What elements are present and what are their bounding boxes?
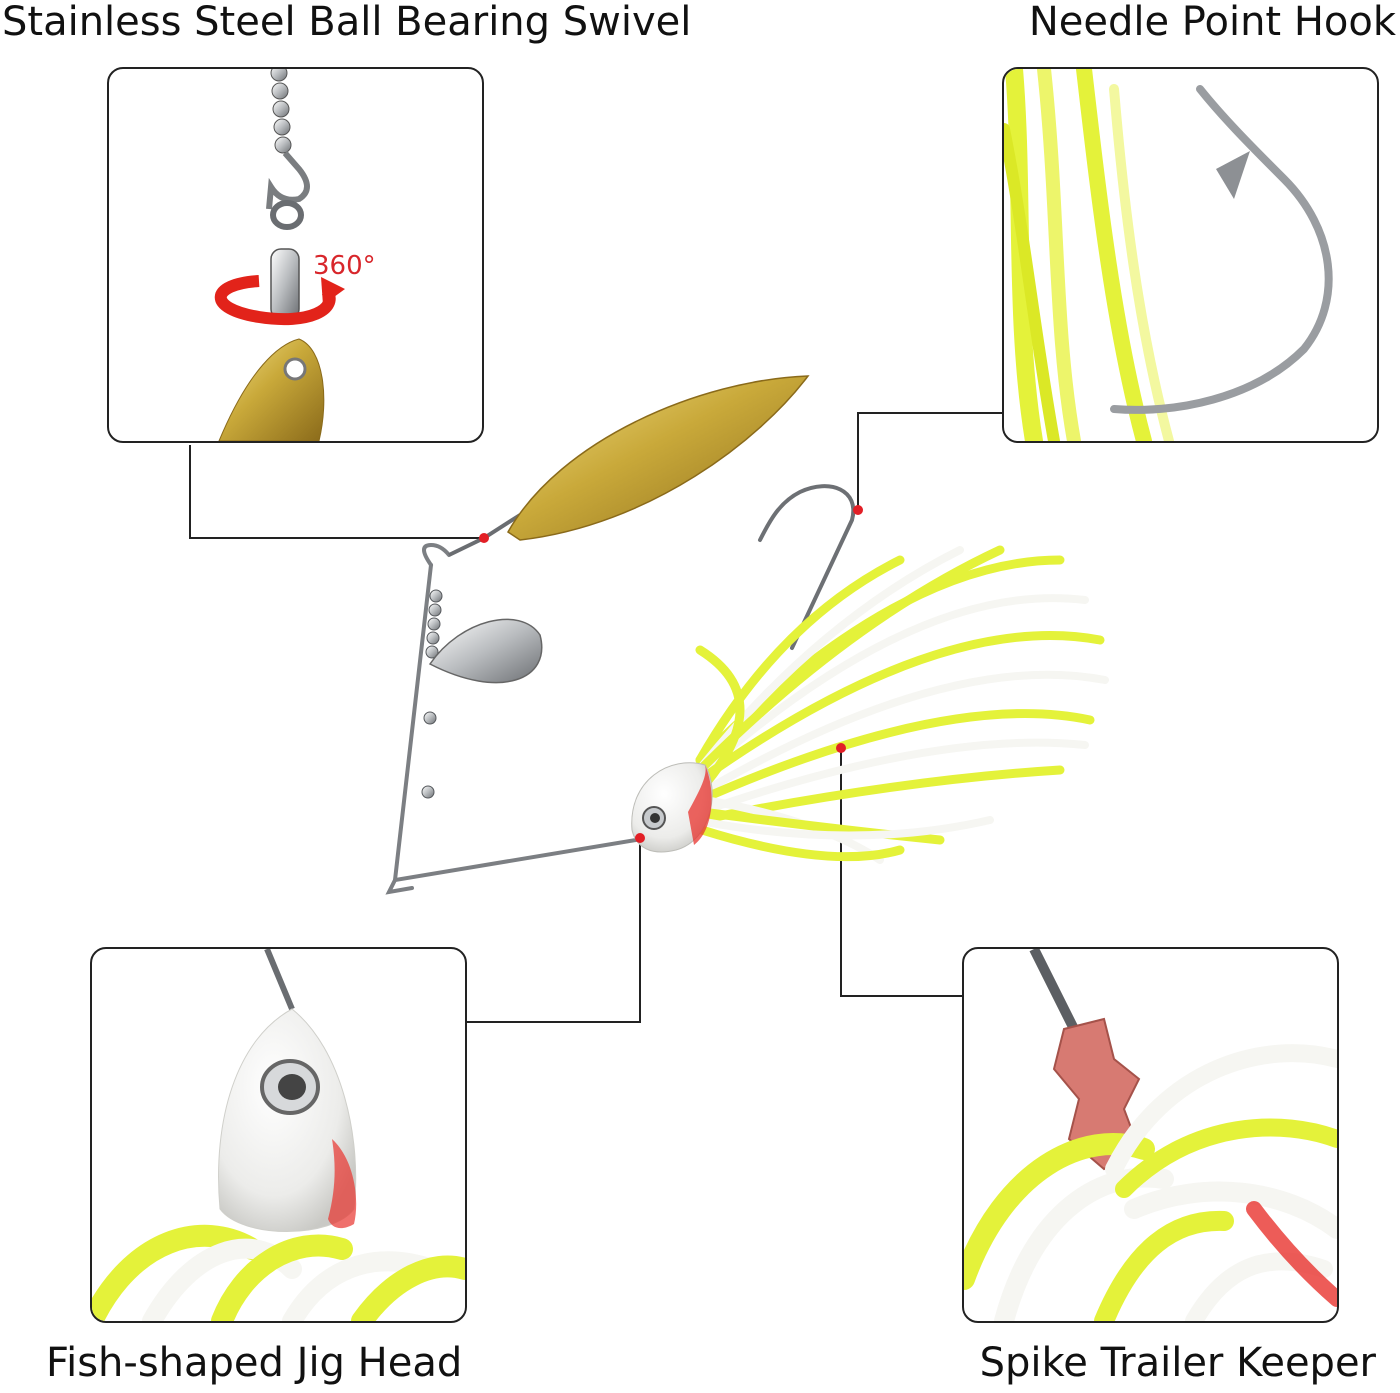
jig-head-pupil xyxy=(650,813,660,823)
snap-clip xyxy=(266,151,310,210)
wire-beads xyxy=(421,589,443,799)
ball-chain xyxy=(270,69,292,154)
label-jig-head: Fish-shaped Jig Head xyxy=(46,1340,463,1386)
callout-dots xyxy=(479,505,863,843)
jig-head-closeup xyxy=(218,1008,357,1232)
hook xyxy=(758,484,856,650)
hook-barb xyxy=(1216,151,1250,199)
skirt-closeup xyxy=(92,1224,465,1321)
hook-closeup xyxy=(1110,85,1333,414)
label-trailer-keeper: Spike Trailer Keeper xyxy=(979,1340,1376,1386)
rotation-arrow-icon xyxy=(214,275,336,326)
wire-closeup xyxy=(264,949,295,1011)
label-needle-point-hook: Needle Point Hook xyxy=(1028,0,1396,45)
jig-head-red-accent-closeup xyxy=(328,1139,357,1229)
silver-colorado-blade xyxy=(428,618,543,684)
jig-head-red-accent xyxy=(688,765,712,845)
wire-frame xyxy=(385,542,638,895)
jig-pupil-closeup xyxy=(278,1074,306,1100)
swivel-ring xyxy=(270,200,304,230)
callout-line-hook xyxy=(857,412,1002,510)
panel-trailer-keeper-closeup xyxy=(962,947,1339,1323)
callout-dot-jig xyxy=(635,833,645,843)
panel-jig-head-closeup xyxy=(90,947,467,1323)
callout-line-jig xyxy=(467,838,641,1023)
callout-dot-hook xyxy=(853,505,863,515)
callout-dot-swivel xyxy=(479,533,489,543)
skirt-strands xyxy=(695,545,1109,864)
panel-swivel-closeup: 360° xyxy=(107,67,484,443)
gold-blade-closeup xyxy=(218,338,325,441)
wire-closeup xyxy=(1029,949,1079,1032)
skirt-closeup xyxy=(964,1044,1337,1321)
gold-willow-blade xyxy=(507,375,810,541)
rotation-label: 360° xyxy=(313,251,376,281)
callout-line-swivel xyxy=(189,445,484,539)
skirt-strands-closeup xyxy=(1004,69,1174,441)
rotation-arrowhead-icon xyxy=(321,277,345,305)
panel-hook-closeup xyxy=(1002,67,1379,443)
blade-eyelet xyxy=(283,357,307,381)
label-swivel: Stainless Steel Ball Bearing Swivel xyxy=(2,0,692,45)
callout-dot-keeper xyxy=(836,743,846,753)
swivel-barrel xyxy=(270,248,300,320)
